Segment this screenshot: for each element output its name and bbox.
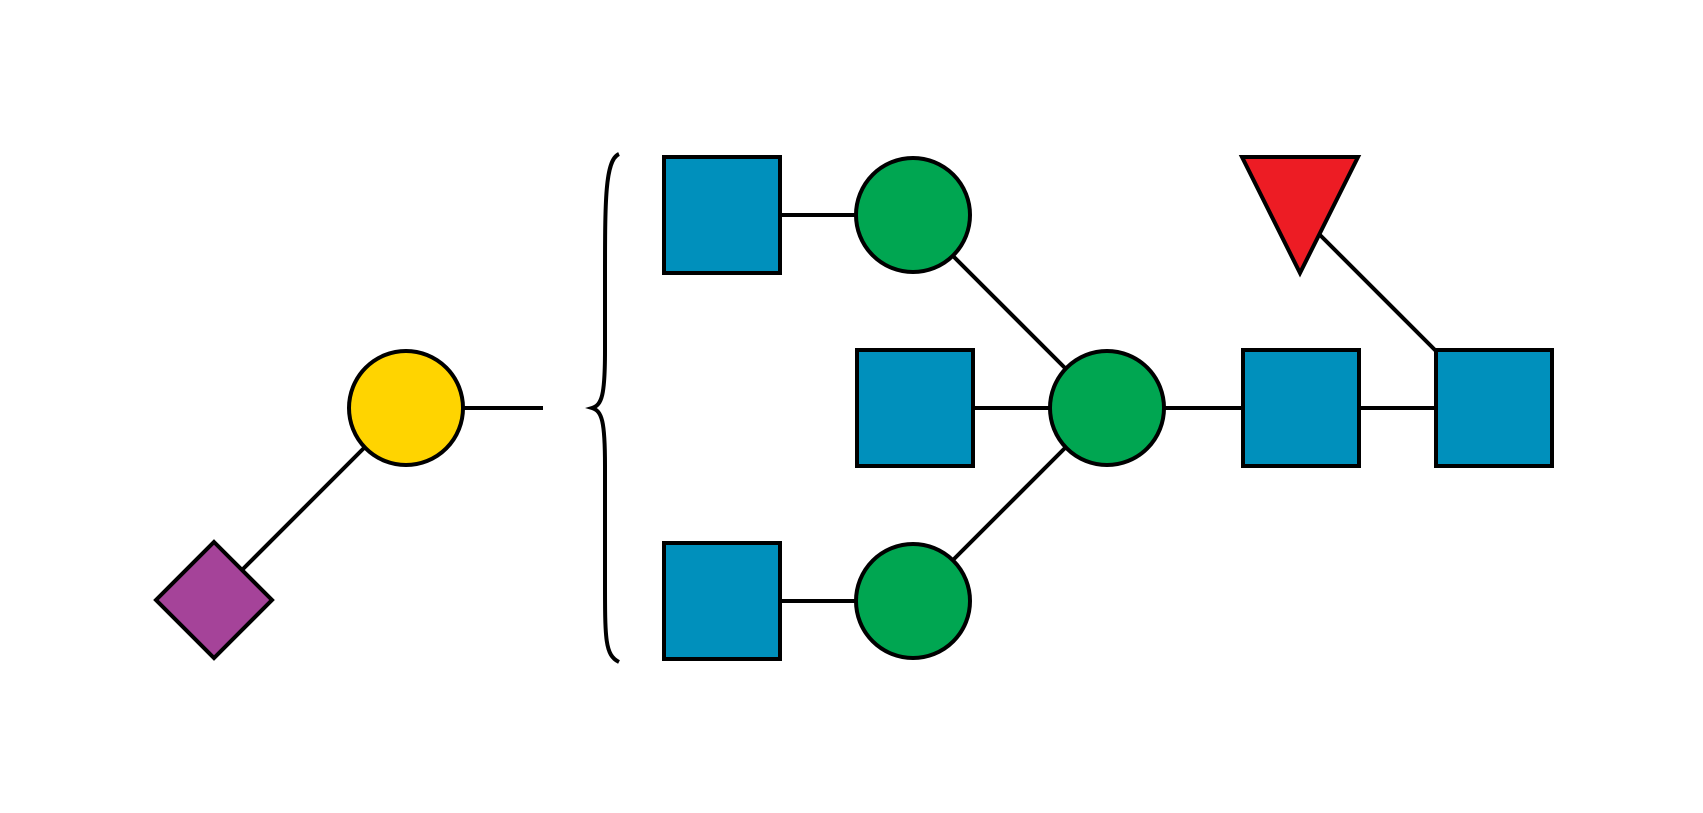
mannose-center-circle	[1048, 349, 1166, 467]
mannose-bottom-circle	[854, 542, 972, 660]
antenna-brace	[585, 152, 621, 664]
glcnac-top-square	[662, 155, 782, 275]
mannose-top-circle	[854, 156, 972, 274]
link-fuc-core2	[1318, 233, 1438, 353]
linkages	[238, 213, 1438, 603]
link-man-bottom-man-center	[950, 444, 1069, 563]
link-neuac-gal	[238, 438, 374, 574]
link-man-top-man-center	[950, 253, 1069, 372]
galactose-circle	[347, 349, 465, 467]
glcnac-bisect-square	[855, 348, 975, 468]
glcnac-core-1-square	[1241, 348, 1361, 468]
glcnac-bottom-square	[662, 541, 782, 661]
glcnac-core-2-square	[1434, 348, 1554, 468]
neuac-diamond	[153, 539, 275, 661]
fucose-triangle	[1238, 155, 1362, 278]
